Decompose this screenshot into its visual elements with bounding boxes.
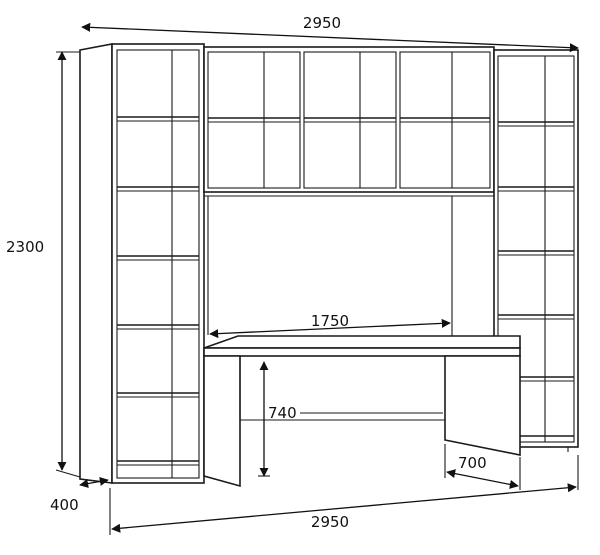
dim-overall-width-top: 2950 bbox=[81, 14, 579, 53]
dim-desk-leg-depth: 700 bbox=[444, 444, 521, 490]
top-cabinet bbox=[203, 46, 495, 197]
dim-label-desk-leg-depth: 700 bbox=[458, 454, 487, 472]
dim-depth: 400 bbox=[50, 476, 109, 514]
dim-desk-height: 740 bbox=[258, 361, 443, 477]
left-bookcase-shelves bbox=[117, 116, 199, 466]
dim-label-depth: 400 bbox=[50, 496, 79, 514]
dim-label-desk-width: 1750 bbox=[311, 312, 349, 330]
dim-label-overall-width-bottom: 2950 bbox=[311, 513, 349, 531]
dim-label-height: 2300 bbox=[6, 238, 44, 256]
dim-overall-width-bottom: 2950 bbox=[109, 455, 579, 535]
dim-label-overall-width-top: 2950 bbox=[303, 14, 341, 32]
dim-height: 2300 bbox=[6, 51, 81, 478]
desk bbox=[203, 335, 521, 488]
dim-desk-width: 1750 bbox=[209, 312, 451, 339]
left-bookcase bbox=[79, 43, 205, 484]
dim-label-desk-height: 740 bbox=[268, 404, 297, 422]
